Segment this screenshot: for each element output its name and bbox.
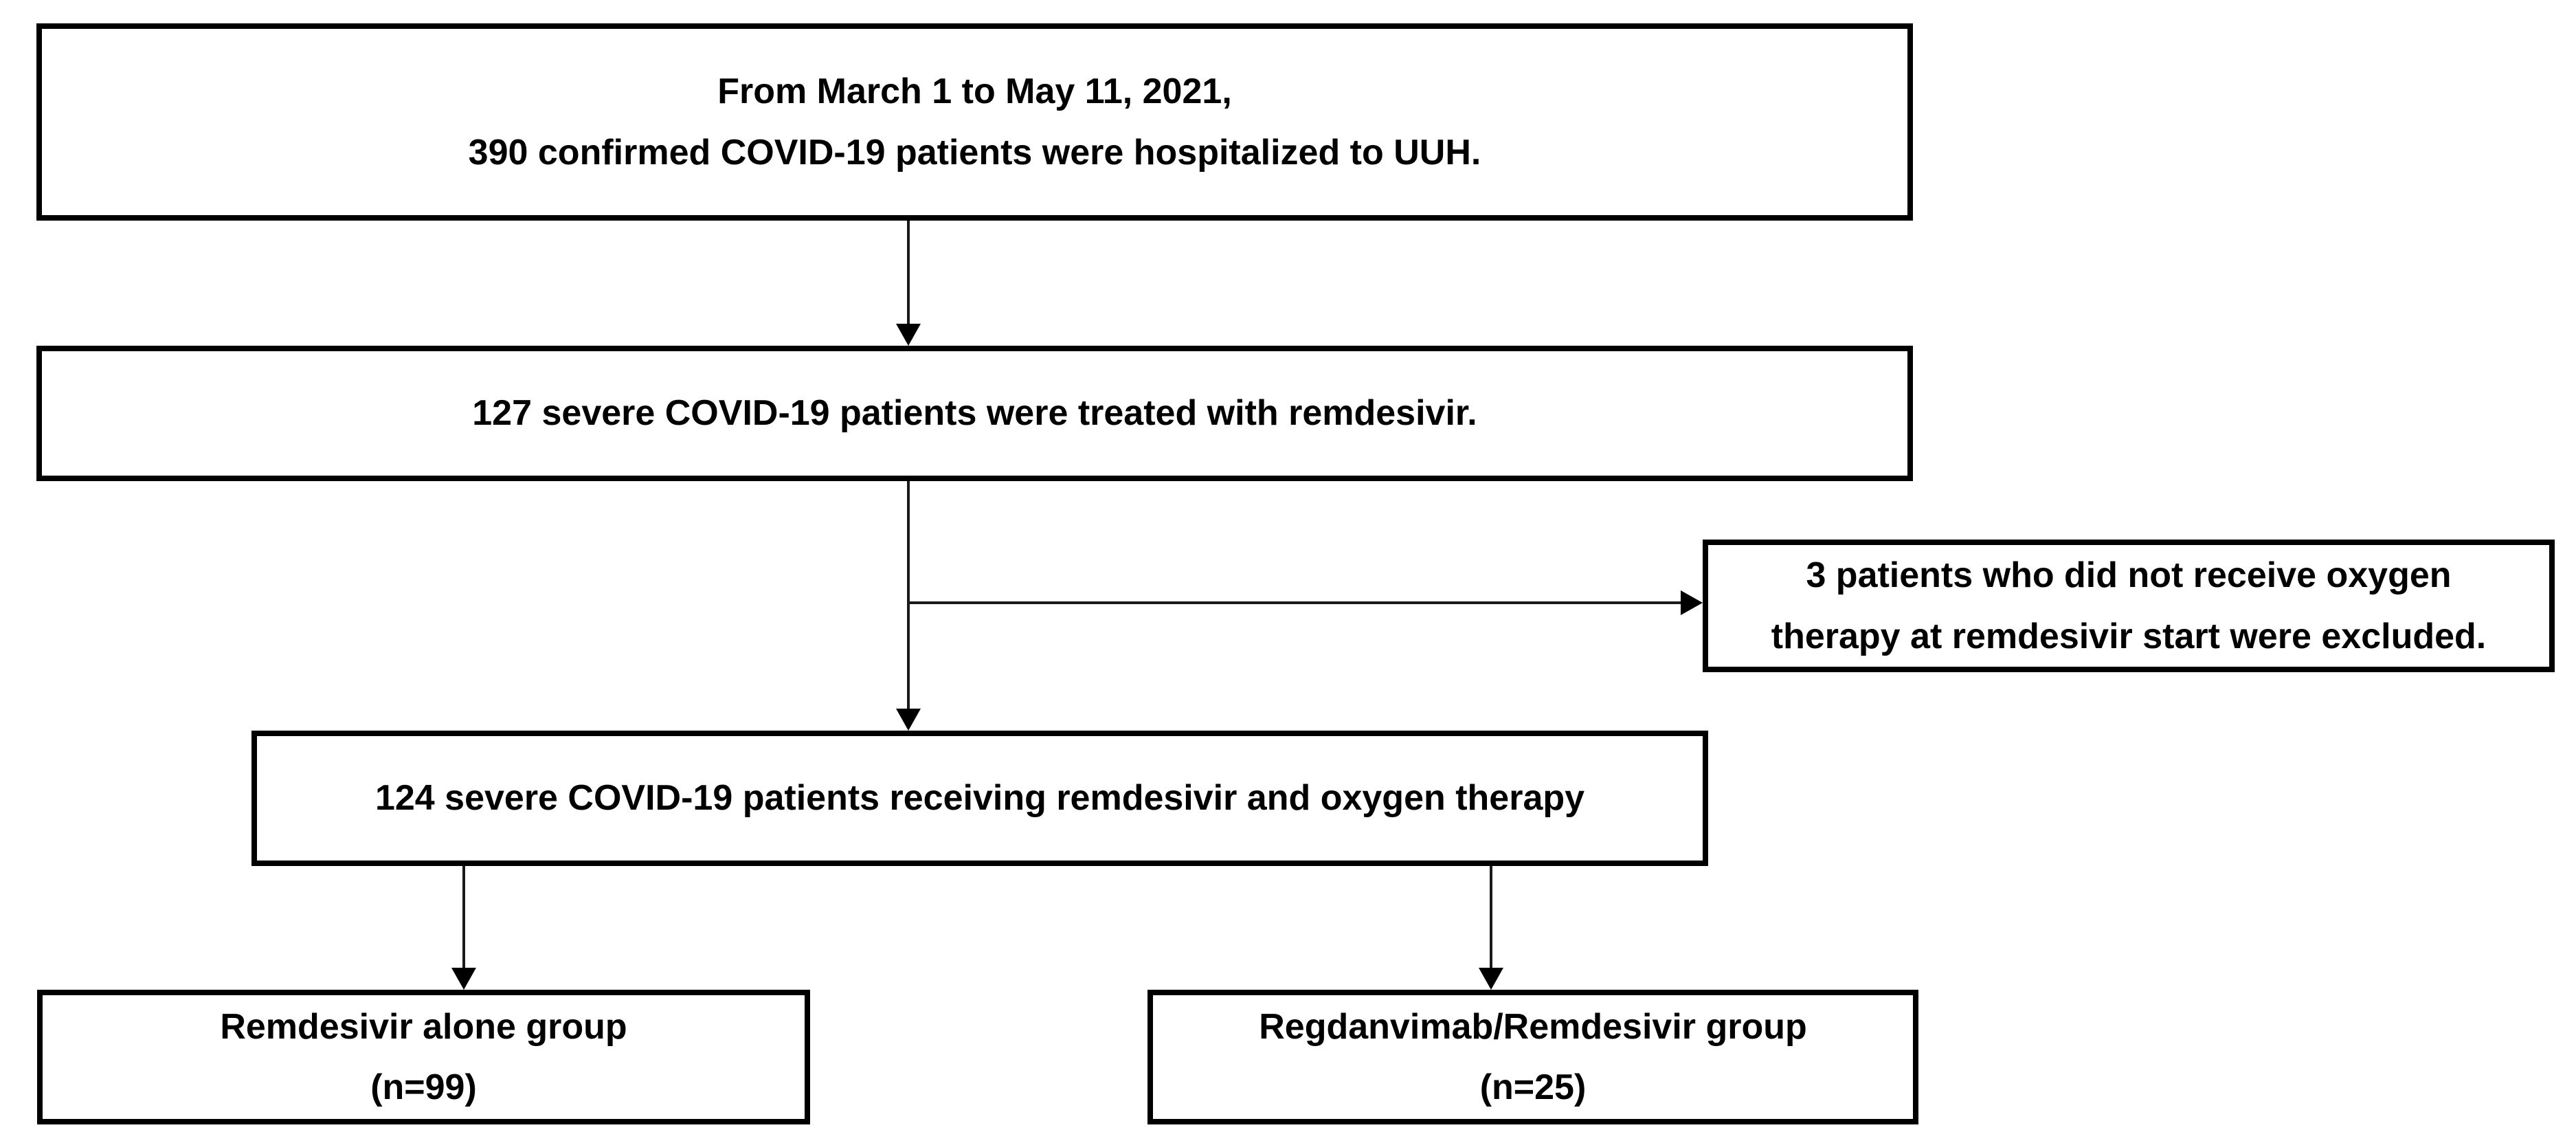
box-text-line: From March 1 to May 11, 2021, — [717, 71, 1232, 112]
box-text-line: 390 confirmed COVID-19 patients were hos… — [468, 132, 1481, 173]
arrowhead-right-icon — [1681, 590, 1703, 615]
box-text-line: therapy at remdesivir start were exclude… — [1771, 616, 2487, 656]
connector-line-hospitalized-to-treated — [907, 221, 910, 324]
box-remdesivir-alone-group: Remdesivir alone group (n=99) — [37, 990, 810, 1124]
arrowhead-down-icon — [896, 709, 921, 731]
box-hospitalized-patients: From March 1 to May 11, 2021, 390 confir… — [36, 23, 1913, 221]
box-text-line: 124 severe COVID-19 patients receiving r… — [374, 778, 1585, 819]
box-text-line: 3 patients who did not receive oxygen — [1806, 555, 2452, 596]
box-treated-with-remdesivir: 127 severe COVID-19 patients were treate… — [36, 346, 1913, 481]
box-text-line: (n=99) — [370, 1067, 477, 1107]
box-excluded-patients: 3 patients who did not receive oxygen th… — [1703, 540, 2555, 672]
box-text-line: (n=25) — [1479, 1067, 1587, 1107]
connector-line-treated-to-oxygen — [907, 481, 910, 709]
arrowhead-down-icon — [896, 324, 921, 346]
box-text-line: Regdanvimab/Remdesivir group — [1259, 1006, 1807, 1047]
connector-line-to-regdanvimab-group — [1490, 866, 1492, 968]
arrowhead-down-icon — [1479, 968, 1503, 990]
connector-line-branch-to-excluded — [908, 601, 1681, 604]
box-remdesivir-and-oxygen: 124 severe COVID-19 patients receiving r… — [251, 731, 1708, 866]
box-text-line: 127 severe COVID-19 patients were treate… — [472, 393, 1477, 434]
box-text-line: Remdesivir alone group — [220, 1006, 627, 1047]
connector-line-to-remdesivir-alone — [462, 866, 465, 968]
box-regdanvimab-remdesivir-group: Regdanvimab/Remdesivir group (n=25) — [1147, 990, 1918, 1124]
arrowhead-down-icon — [451, 968, 476, 990]
